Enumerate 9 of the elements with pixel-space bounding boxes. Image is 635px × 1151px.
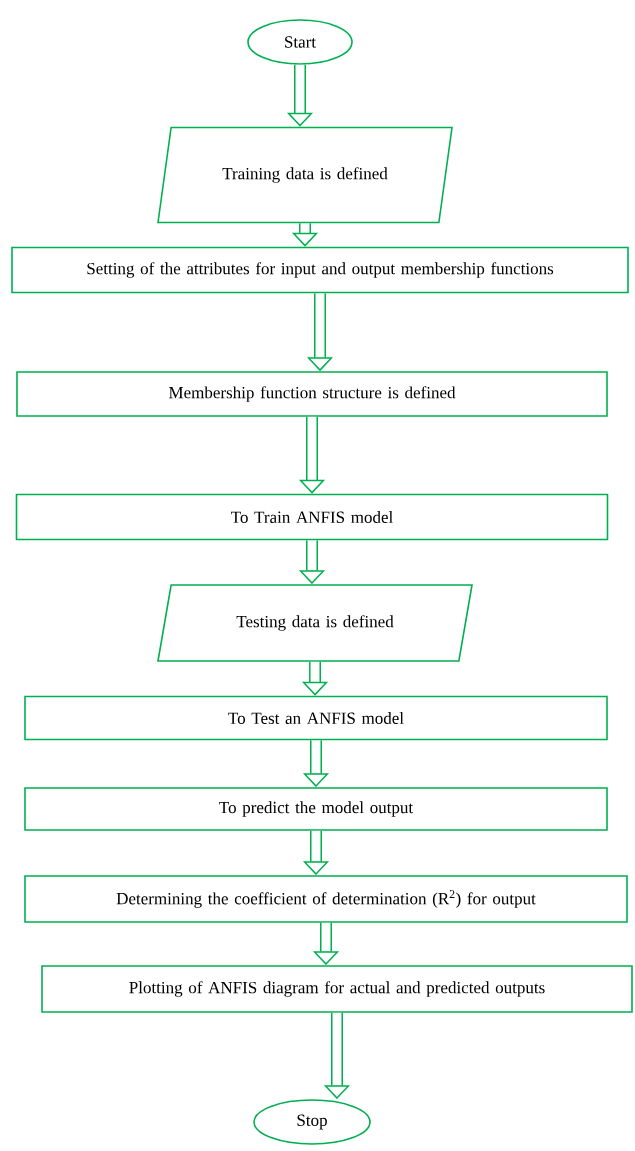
process-box: To predict the model output <box>24 787 608 831</box>
process-box: Determining the coefficient of determination (R$^{2}$) for output <box>24 875 628 923</box>
process-box: To Test an ANFIS model <box>24 695 608 741</box>
data-parallelogram: Training data is defined <box>157 126 453 224</box>
process-box: Plotting of ANFIS diagram for actual and predicted outputs <box>41 965 633 1013</box>
process-box: Membership function structure is defined <box>16 371 608 417</box>
process-box: Setting of the attributes for input and output membership functions <box>11 246 629 294</box>
process-box: To Train ANFIS model <box>15 493 609 541</box>
data-parallelogram: Testing data is defined <box>157 584 473 662</box>
